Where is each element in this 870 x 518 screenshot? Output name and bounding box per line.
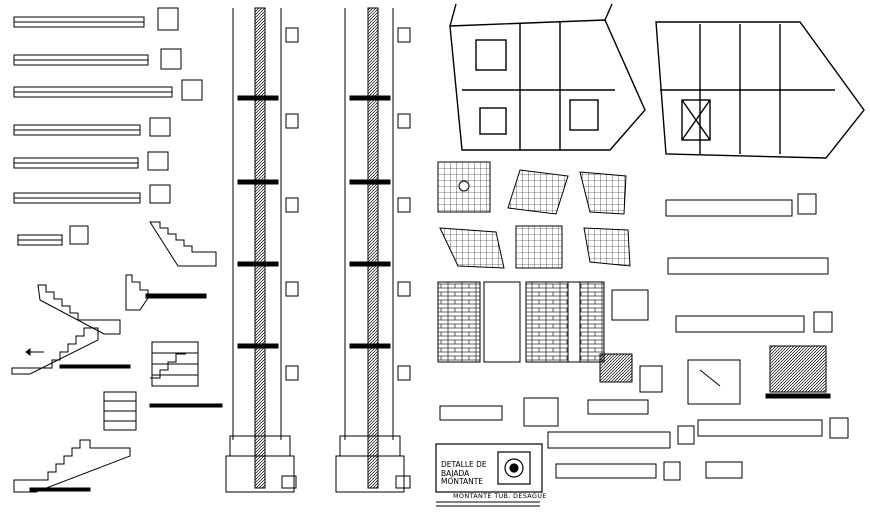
beam-section-5 (13, 151, 169, 171)
beam-section-2 (13, 48, 182, 70)
beam-section-6 (13, 184, 171, 204)
floor-plan-right (655, 21, 865, 159)
beam-section-4 (13, 117, 171, 137)
beam-section-7 (17, 225, 89, 246)
beam-sections (13, 7, 203, 246)
beam-details-right (439, 193, 849, 481)
detail-title-line-2: BAJADA (441, 468, 470, 478)
slab-details (437, 161, 631, 269)
detail-caption: MONTANTE TUB. DESAGUE (453, 492, 547, 500)
stair-details (11, 221, 223, 493)
detail-title: DETALLE DE BAJADA MONTANTE (441, 461, 487, 487)
detail-title-line-3: MONTANTE (441, 477, 484, 486)
vertical-section-left (225, 7, 299, 493)
detail-box (435, 443, 543, 493)
brick-walls (437, 281, 605, 363)
vertical-section-right (335, 7, 411, 493)
floor-plan-left (449, 3, 646, 151)
beam-section-1 (13, 7, 179, 31)
caption-underline (436, 501, 540, 507)
beam-section-3 (13, 79, 203, 101)
detail-title-line-1: DETALLE DE (441, 460, 487, 469)
